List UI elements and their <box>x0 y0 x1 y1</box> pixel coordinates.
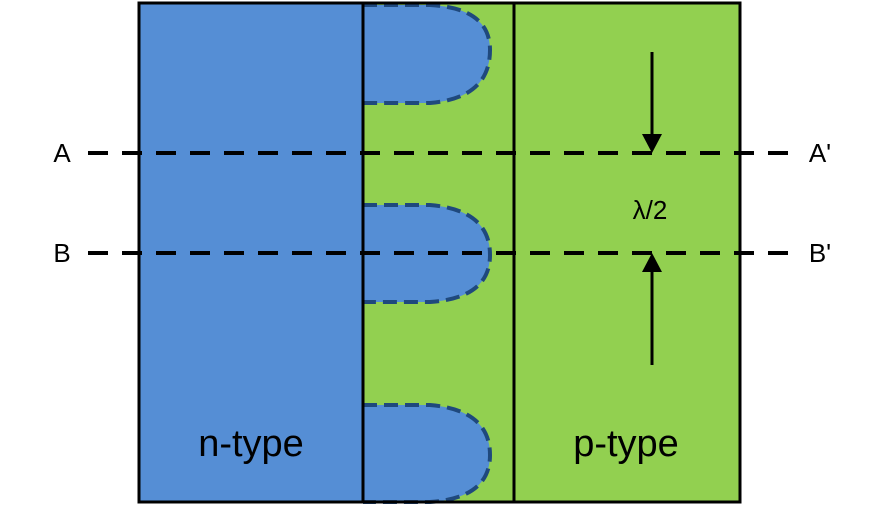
lobe-bottom <box>363 403 493 504</box>
arrow-down-icon <box>642 52 662 153</box>
lobe-middle <box>363 203 493 304</box>
label-b-prime: B' <box>809 238 831 268</box>
label-p-type: p-type <box>573 423 679 465</box>
label-b: B <box>53 238 70 268</box>
label-half-wavelength: λ/2 <box>633 195 668 225</box>
arrow-up-icon <box>642 253 662 365</box>
n-type-lobes <box>363 3 493 504</box>
label-a-prime: A' <box>809 138 831 168</box>
lobe-top <box>363 3 493 105</box>
n-type-region <box>139 3 363 502</box>
label-a: A <box>53 138 71 168</box>
label-n-type: n-type <box>198 423 304 465</box>
